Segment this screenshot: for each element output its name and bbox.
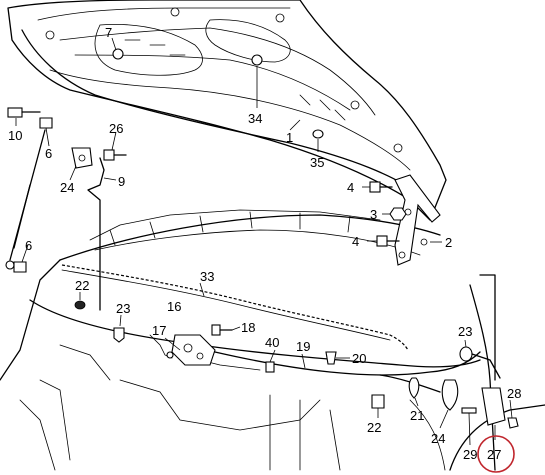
callout-4-lower: 4 — [352, 234, 359, 249]
hood-fasteners — [112, 48, 324, 139]
callout-7: 9 — [118, 174, 125, 189]
callout-11: 7 — [105, 25, 112, 40]
callout-29: 29 — [463, 447, 477, 462]
callout-35: 35 — [310, 155, 324, 170]
callout-27: 27 — [487, 447, 501, 462]
clip-6-lower — [13, 261, 27, 273]
callout-6-lower: 6 — [25, 238, 32, 253]
callout-26: 26 — [109, 121, 123, 136]
callout-33: 33 — [200, 269, 214, 284]
callout-8: 22 — [75, 278, 89, 293]
release-rod-7 — [87, 157, 105, 311]
clip-21 — [408, 377, 420, 399]
callout-9: 23 — [116, 301, 130, 316]
clip-22 — [371, 394, 385, 409]
callout-24: 24 — [431, 431, 445, 446]
seal-strip-33 — [61, 264, 409, 351]
clip-20 — [325, 351, 337, 365]
callout-16: 16 — [167, 299, 181, 314]
callout-labels: 7 34 1 35 10 6 26 24 9 6 22 23 33 16 17 … — [8, 25, 521, 462]
callout-34: 34 — [248, 111, 262, 126]
nut-3 — [389, 207, 407, 221]
callout-1: 1 — [286, 130, 293, 145]
highlight-ring — [477, 435, 515, 473]
bushing-8 — [74, 300, 86, 310]
support-bracket-25 — [71, 147, 93, 169]
leader-lines — [15, 37, 513, 446]
callout-10: 10 — [8, 128, 22, 143]
clip-9 — [113, 327, 125, 343]
callout-20: 20 — [352, 351, 366, 366]
callout-6-upper: 6 — [45, 146, 52, 161]
hood-hinge-2 — [394, 174, 441, 266]
callout-25: 24 — [60, 180, 74, 195]
clip-6-upper — [39, 117, 53, 129]
callout-21: 21 — [410, 408, 424, 423]
callout-40: 40 — [265, 335, 279, 350]
callout-22: 22 — [367, 420, 381, 435]
callout-23: 23 — [458, 324, 472, 339]
callout-3: 3 — [370, 207, 377, 222]
hood-lock-assembly — [149, 324, 233, 366]
callout-19: 19 — [296, 339, 310, 354]
callout-17: 17 — [152, 323, 166, 338]
callout-4-upper: 4 — [347, 180, 354, 195]
bolt-10 — [7, 107, 41, 118]
cable-end-40 — [265, 361, 275, 373]
callout-2: 2 — [445, 235, 452, 250]
fastener-26 — [103, 149, 127, 161]
release-handle-assembly — [441, 379, 519, 429]
callout-18: 18 — [241, 320, 255, 335]
callout-28: 28 — [507, 386, 521, 401]
